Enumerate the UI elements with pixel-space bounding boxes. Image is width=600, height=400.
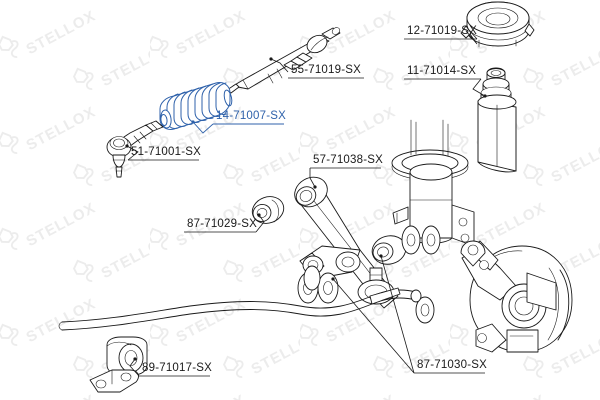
part-label-57-71038-sx: 57-71038-SX [313,154,383,166]
part-label-89-71017-sx: 89-71017-SX [142,362,212,374]
outer-tie-rod-end-art [106,120,164,178]
part-label-12-71019-sx: 12-71019-SX [407,25,477,37]
steering-knuckle-art [460,240,573,353]
steering-rack-boot-art [159,82,233,130]
stabilizer-bar-bushing-art [89,336,148,393]
strut-mount-art [460,1,535,48]
part-label-11-71014-sx: 11-71014-SX [407,65,477,77]
stabilizer-bar-art [58,287,422,331]
part-label-87-71030-sx: 87-71030-SX [417,359,487,371]
part-label-87-71029-sx: 87-71029-SX [187,218,257,230]
part-label-51-71001-sx: 51-71001-SX [131,146,201,158]
washer-art-group [297,225,441,324]
leader-lines [125,29,487,377]
bump-stop-dust-cover-art [477,67,517,173]
inner-tie-rod-art [226,27,341,94]
strut-assembly-art [391,119,475,247]
part-label-14-71007-sx: 14-71007-SX [216,110,286,122]
part-label-55-71019-sx: 55-71019-SX [291,64,361,76]
